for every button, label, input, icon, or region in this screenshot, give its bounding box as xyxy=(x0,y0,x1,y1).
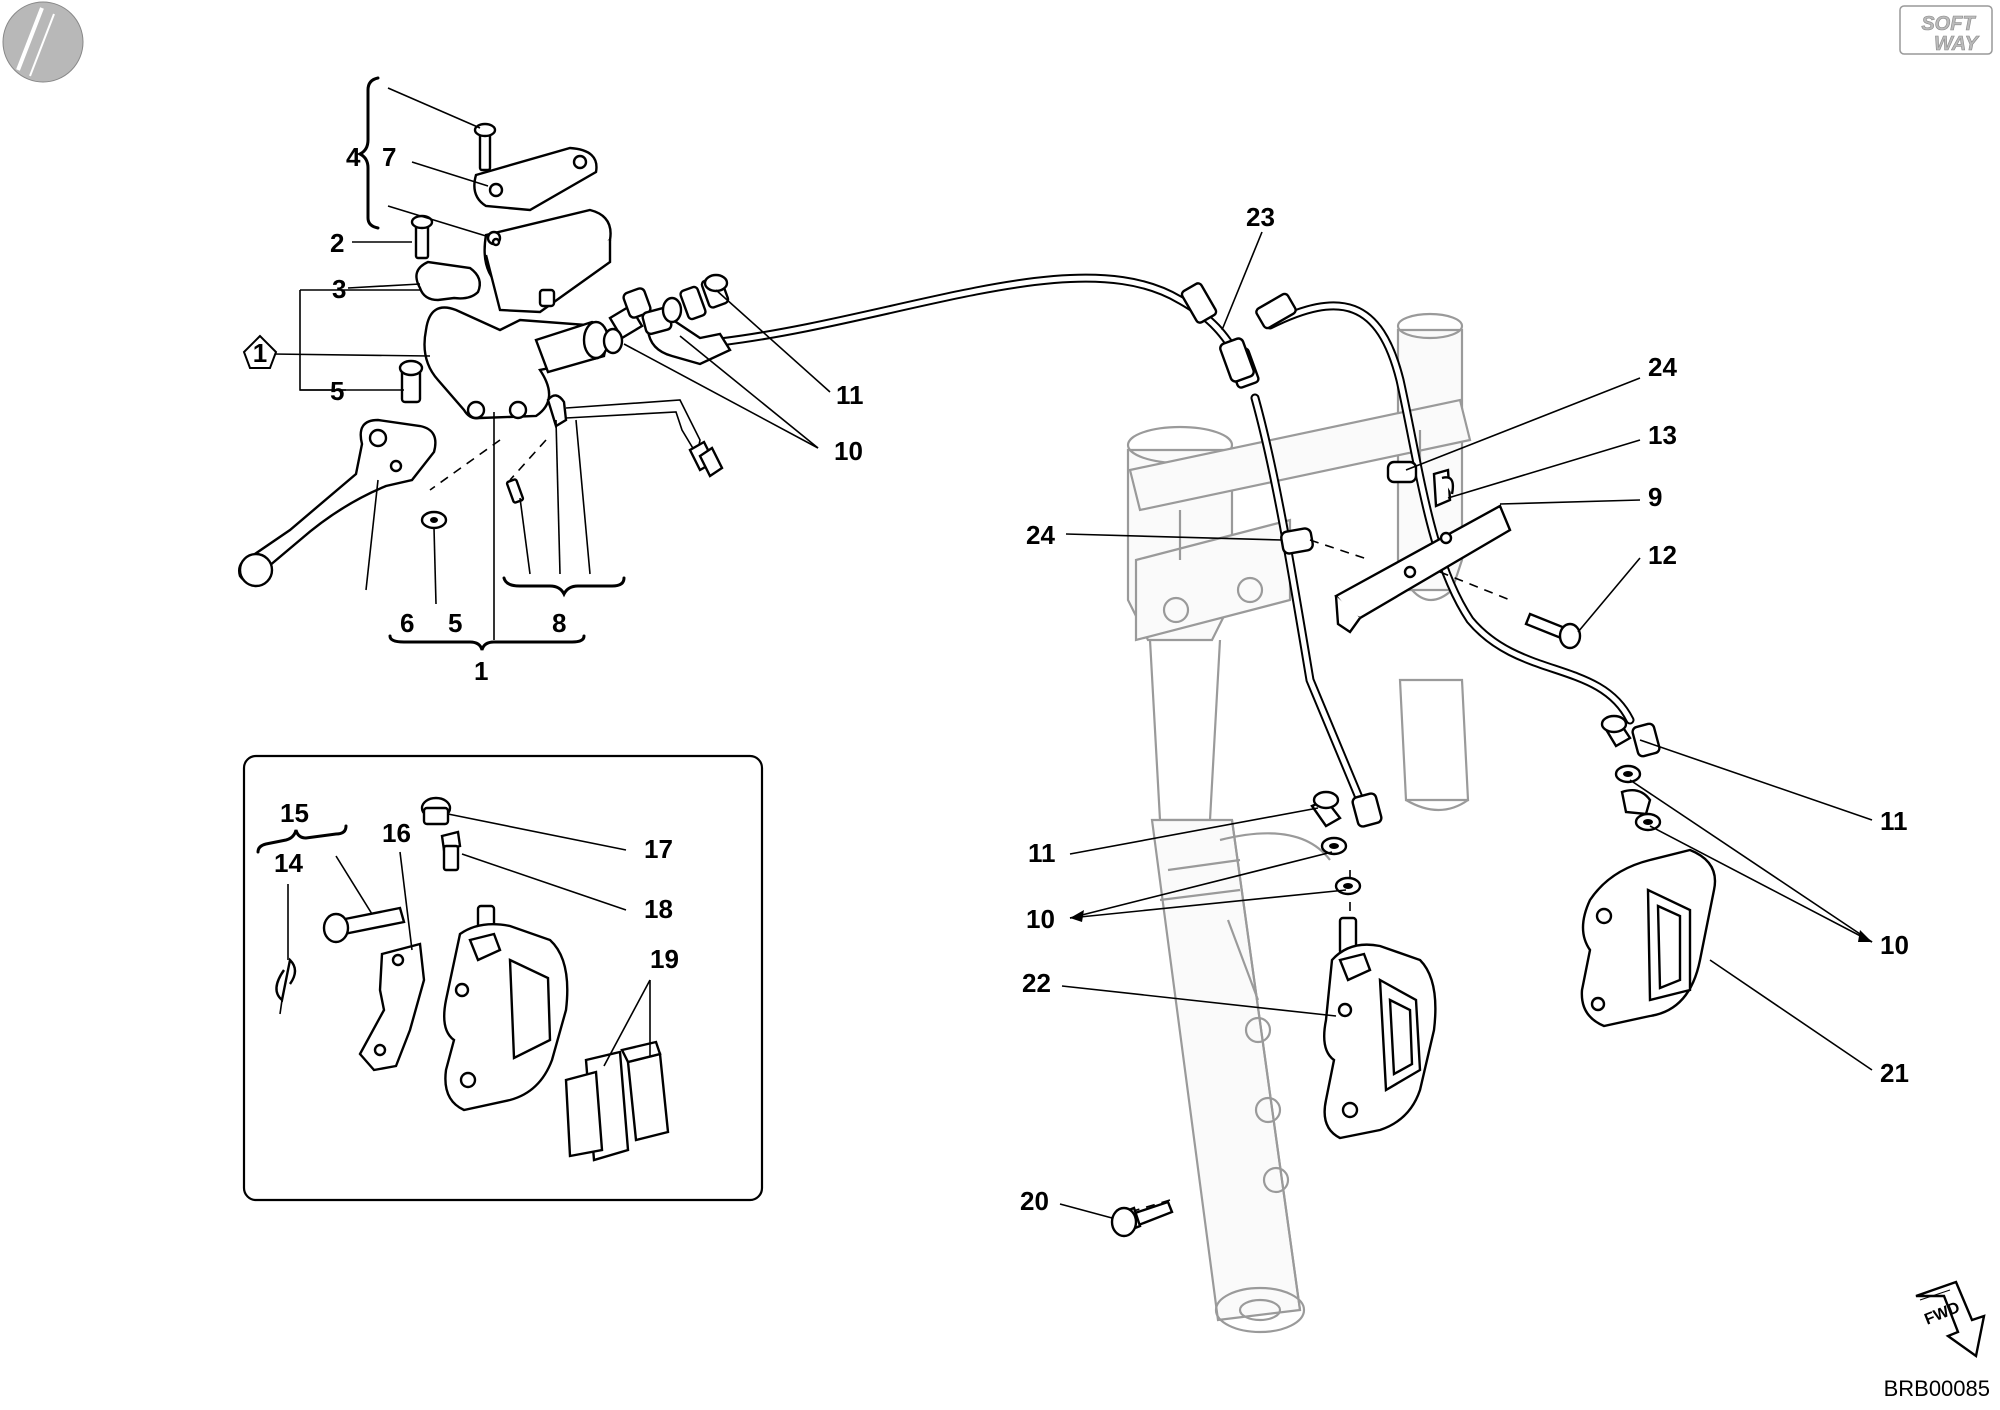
softway-logo: SOFT WAY xyxy=(1899,5,1993,55)
corner-disc-icon xyxy=(2,1,84,83)
callout-14: 14 xyxy=(274,848,303,878)
callout-8: 8 xyxy=(552,608,566,638)
left-caliper xyxy=(1310,790,1437,1140)
callout-21: 21 xyxy=(1880,1058,1909,1088)
hose-bracket xyxy=(1334,468,1582,650)
callout-15: 15 xyxy=(280,798,309,828)
callout-10-right: 10 xyxy=(1880,930,1909,960)
callout-6: 6 xyxy=(400,608,414,638)
pentagon-callout-1: 1 xyxy=(242,334,278,369)
master-cylinder-assembly xyxy=(238,122,732,588)
callout-17: 17 xyxy=(644,834,673,864)
callout-1: 1 xyxy=(474,656,488,686)
callout-24-left: 24 xyxy=(1026,520,1055,550)
right-caliper xyxy=(1580,714,1717,1028)
callout-23: 23 xyxy=(1246,202,1275,232)
callout-11-left: 11 xyxy=(1028,838,1056,868)
callout-19: 19 xyxy=(650,944,679,974)
callout-24-right: 24 xyxy=(1648,352,1677,382)
callout-4: 4 xyxy=(346,142,361,172)
callout-11-master: 11 xyxy=(836,380,864,410)
callout-10-master: 10 xyxy=(834,436,863,466)
logo-bottom-text: WAY xyxy=(1934,33,1980,55)
pentagon-callout-label: 1 xyxy=(253,338,267,368)
diagram-code: BRB00085 xyxy=(1884,1376,1990,1401)
callout-11-right: 11 xyxy=(1880,806,1908,836)
callout-22: 22 xyxy=(1022,968,1051,998)
callout-3: 3 xyxy=(332,274,346,304)
callout-5-lower: 5 xyxy=(448,608,462,638)
callout-labels: 4 7 2 3 5 6 5 8 1 11 10 23 24 13 9 12 24… xyxy=(274,142,1909,1216)
callout-18: 18 xyxy=(644,894,673,924)
callout-10-left: 10 xyxy=(1026,904,1055,934)
brake-hoses xyxy=(715,273,1661,828)
callout-2: 2 xyxy=(330,228,344,258)
caliper-kit-inset xyxy=(242,754,764,1202)
caliper-bolt xyxy=(1110,1200,1174,1238)
callout-7: 7 xyxy=(382,142,396,172)
callout-20: 20 xyxy=(1020,1186,1049,1216)
callout-16: 16 xyxy=(382,818,411,848)
leader-lines xyxy=(256,76,1873,1219)
callout-5-upper: 5 xyxy=(330,376,344,406)
forward-arrow-icon: FWD xyxy=(1915,1280,1986,1359)
logo-top-text: SOFT xyxy=(1921,13,1976,35)
callout-13: 13 xyxy=(1648,420,1677,450)
callout-12: 12 xyxy=(1648,540,1677,570)
callout-9: 9 xyxy=(1648,482,1662,512)
